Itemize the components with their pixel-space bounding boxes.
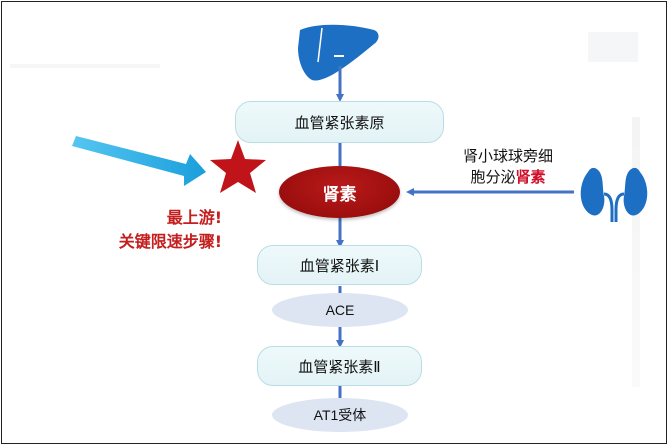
kidney-label-line1: 肾小球球旁细 [462,147,553,165]
liver-icon [298,24,379,81]
kidney-icon [580,167,648,222]
node-angiotensin-1: 血管紧张素Ⅰ [257,245,422,285]
node-angiotensin-2: 血管紧张素Ⅱ [257,346,422,386]
rate-limiting-note: 最上游! 关键限速步骤! [70,206,222,254]
node-label: 血管紧张素Ⅰ [299,256,380,275]
background-decoration [588,32,638,62]
kidney-label: 肾小球球旁细 胞分泌肾素 [440,146,576,188]
background-decoration [10,64,160,68]
kidney-label-prefix: 胞分泌 [470,168,516,186]
node-label: AT1受体 [313,407,367,423]
node-renin: 肾素 [279,166,400,218]
pointer-arrow-icon [72,136,206,186]
node-label: 血管紧张素原 [294,113,385,132]
node-label: 肾素 [322,184,357,205]
kidney-label-line2: 胞分泌肾素 [440,167,576,188]
note-line1: 最上游! [166,208,222,227]
node-at1-receptor: AT1受体 [272,398,408,432]
kidney-label-highlight: 肾素 [515,168,546,186]
node-ace: ACE [272,293,408,327]
star-icon [210,140,266,193]
background-decoration [632,117,640,387]
node-label: 血管紧张素Ⅱ [298,357,381,376]
node-label: ACE [325,302,355,318]
note-line2: 关键限速步骤! [118,232,222,251]
node-angiotensinogen: 血管紧张素原 [235,101,444,143]
